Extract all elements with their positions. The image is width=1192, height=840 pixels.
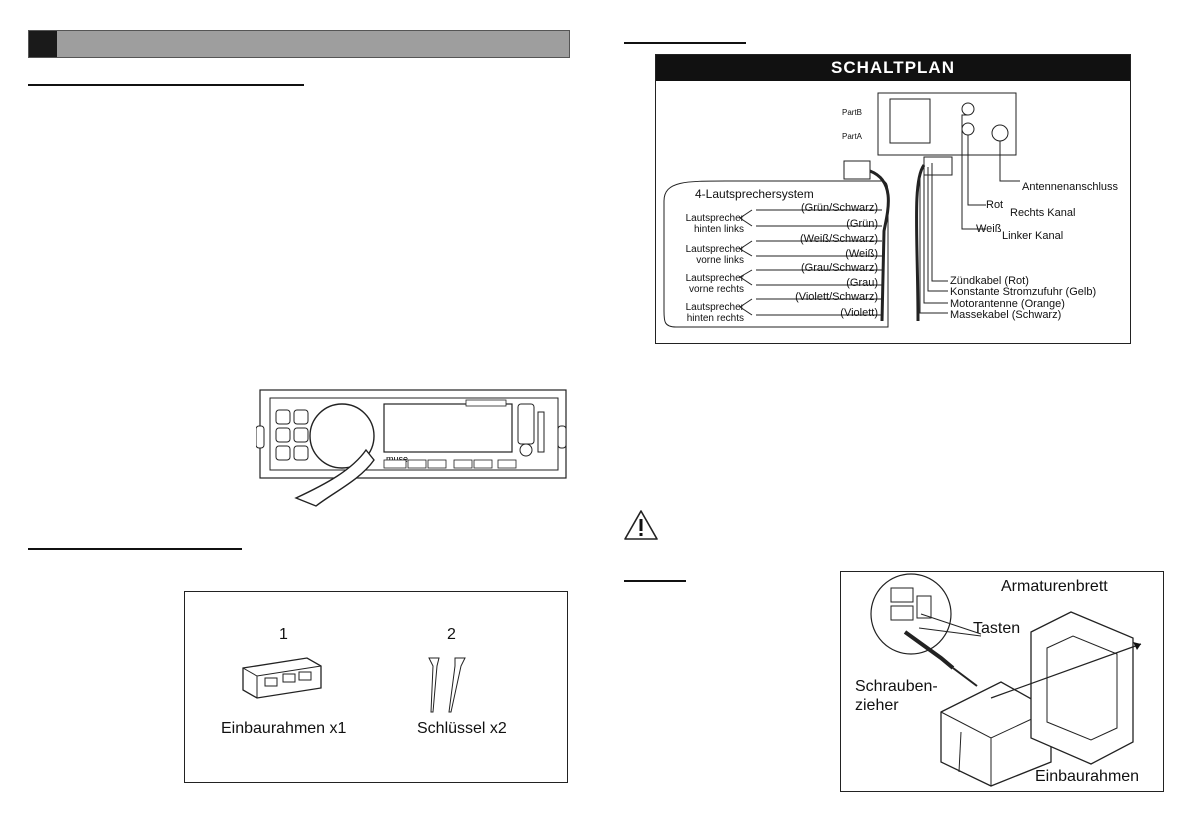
motor-antenna-label: Motorantenne (Orange) <box>950 298 1065 310</box>
screwdriver-label-1: Schrauben- <box>855 678 938 695</box>
accessory-1-number: 1 <box>279 626 288 643</box>
section-heading-underline-2 <box>28 548 242 550</box>
installation-diagram: Armaturenbrett Tasten Schrauben- zieher … <box>840 571 1164 792</box>
ignition-wire-label: Zündkabel (Rot) <box>950 275 1029 287</box>
speaker-system-label: 4-Lautsprechersystem <box>692 187 817 201</box>
right-heading-underline <box>624 42 746 44</box>
warning-icon <box>624 510 658 540</box>
part-a-label: PartA <box>842 132 863 141</box>
radio-brand: muse <box>386 454 408 464</box>
speaker-front-right: Lautsprecher vorne rechts <box>685 273 744 295</box>
wiring-diagram-title: SCHALTPLAN <box>656 55 1130 81</box>
wire-label: (Weiß) <box>845 248 878 260</box>
section-header-bar <box>28 30 570 58</box>
accessory-1-label: Einbaurahmen x1 <box>221 720 347 737</box>
accessory-2-label: Schlüssel x2 <box>417 720 507 737</box>
accessories-box: 1 2 Einbaurahmen x1 Schlüssel x2 <box>184 591 568 783</box>
radio-front-illustration: muse <box>256 389 567 507</box>
removal-keys-icon <box>428 657 466 713</box>
wire-label: (Violett/Schwarz) <box>795 291 878 303</box>
dashboard-label: Armaturenbrett <box>1001 578 1108 595</box>
red-wire-label: Rot <box>986 199 1004 211</box>
section-header-marker <box>29 31 57 57</box>
antenna-label: Antennenanschluss <box>1022 181 1119 193</box>
white-wire-label: Weiß <box>976 223 1002 235</box>
left-channel-label: Linker Kanal <box>1002 230 1064 242</box>
speaker-front-left: Lautsprecher vorne links <box>685 244 744 266</box>
speaker-rear-left: Lautsprecher hinten links <box>685 213 744 235</box>
installation-illustration <box>870 573 1142 787</box>
wire-label: (Grün) <box>846 218 878 230</box>
frame-label: Einbaurahmen <box>1035 768 1140 785</box>
buttons-label: Tasten <box>973 620 1021 637</box>
installation-heading-underline <box>624 580 686 582</box>
wire-label: (Grau/Schwarz) <box>800 262 878 274</box>
ground-wire-label: Massekabel (Schwarz) <box>950 309 1062 321</box>
constant-power-label: Konstante Stromzufuhr (Gelb) <box>950 286 1097 298</box>
mounting-frame-icon <box>242 657 322 699</box>
wire-label: (Grau) <box>846 277 878 289</box>
accessory-2-number: 2 <box>447 626 456 643</box>
wiring-diagram: SCHALTPLAN PartB PartA 4-Lautsprechersys… <box>655 54 1131 344</box>
wiring-lines <box>663 92 1020 328</box>
part-b-label: PartB <box>842 108 863 117</box>
screwdriver-label-2: zieher <box>855 697 899 714</box>
wire-label: (Weiß/Schwarz) <box>799 233 878 245</box>
speaker-rear-right: Lautsprecher hinten rechts <box>685 302 744 324</box>
right-channel-label: Rechts Kanal <box>1010 207 1076 219</box>
wire-label: (Violett) <box>840 307 878 319</box>
wire-label: (Grün/Schwarz) <box>800 202 878 214</box>
section-heading-underline <box>28 84 304 86</box>
